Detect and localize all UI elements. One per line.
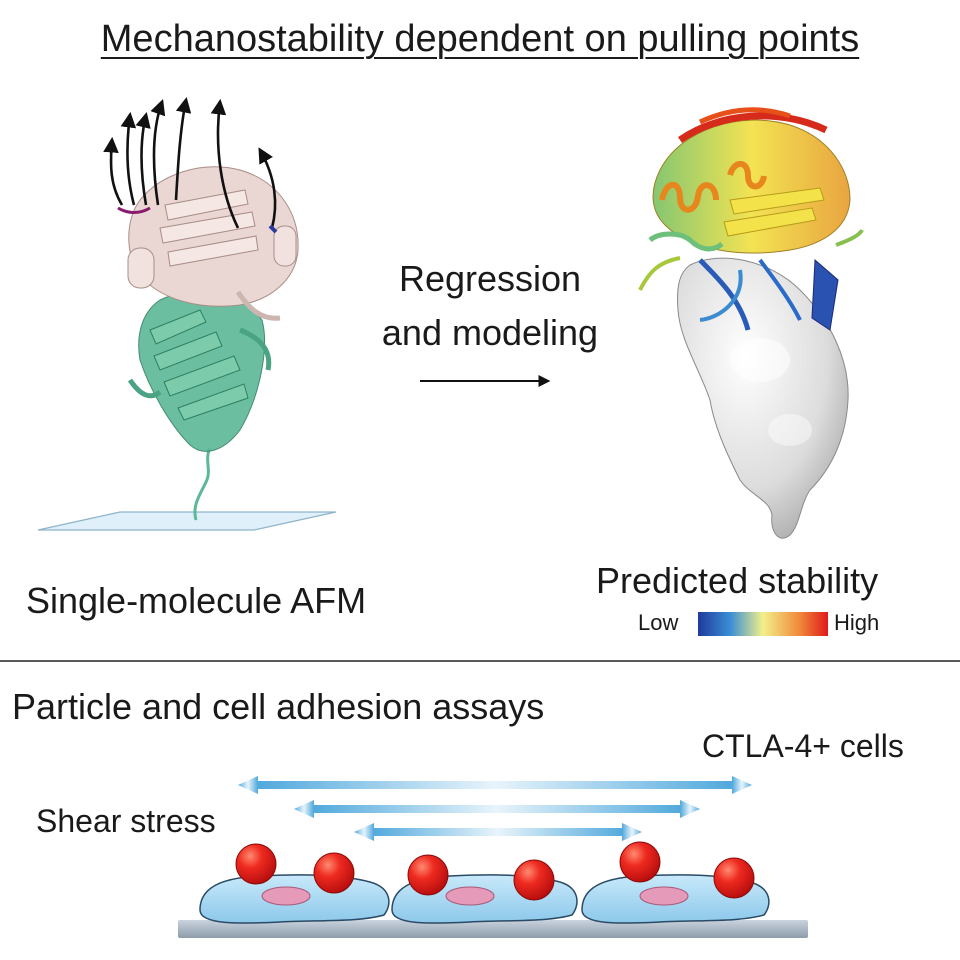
- nuclei: [261, 886, 689, 906]
- shear-arrows: [238, 776, 752, 841]
- figure-title: Mechanostability dependent on pulling po…: [100, 18, 860, 60]
- substrate: [178, 920, 808, 938]
- protein-bottom-domain: [127, 291, 272, 452]
- predicted-structure: [638, 107, 864, 539]
- assay-label: Particle and cell adhesion assays: [12, 686, 545, 727]
- tether: [193, 447, 212, 521]
- cells-label: CTLA-4+ cells: [702, 728, 904, 764]
- afm-label: Single-molecule AFM: [26, 580, 367, 621]
- afm-surface: [37, 511, 337, 531]
- beads: [235, 841, 755, 901]
- pulling-arrows: [103, 96, 277, 229]
- prediction-label: Predicted stability: [596, 560, 879, 601]
- assay-illustration: [178, 776, 808, 938]
- protein-top-domain: [127, 166, 299, 321]
- method-label-line-1: Regression: [398, 258, 582, 299]
- colorbar-high-label: High: [834, 610, 880, 635]
- method-label-line-2: and modeling: [381, 312, 599, 353]
- afm-illustration: [37, 96, 337, 531]
- method-label: Regression and modeling: [330, 252, 650, 360]
- shear-label: Shear stress: [36, 803, 216, 839]
- stability-colorbar: [698, 612, 828, 636]
- colorbar-low-label: Low: [638, 610, 679, 635]
